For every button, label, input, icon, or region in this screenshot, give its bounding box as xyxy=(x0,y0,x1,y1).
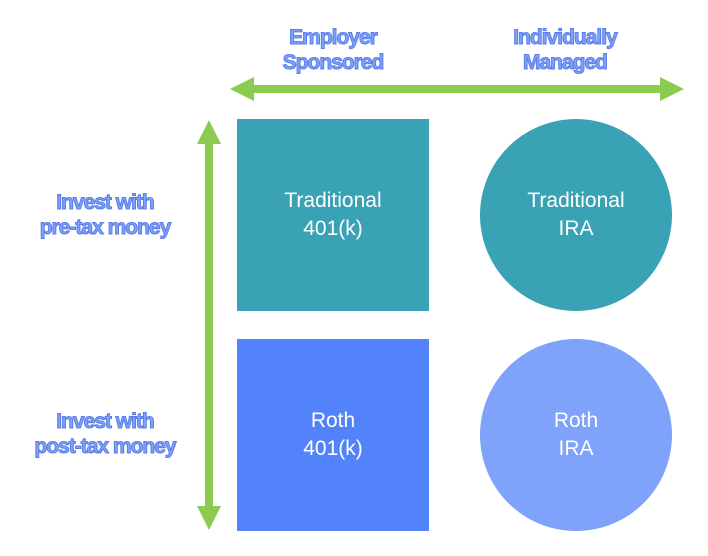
horizontal-double-arrow xyxy=(230,77,684,101)
roth-ira-label: Roth IRA xyxy=(553,409,599,460)
column-label-individually-managed: Individually Managed xyxy=(513,26,619,75)
roth-ira-circle: Roth IRA xyxy=(480,339,672,531)
vertical-double-arrow xyxy=(197,120,221,530)
traditional-401k-square: Traditional 401(k) xyxy=(237,119,429,311)
row-label-post-tax: Invest with post-tax money xyxy=(34,410,177,459)
traditional-401k-label: Traditional 401(k) xyxy=(284,189,382,240)
column-label-employer-sponsored: Employer Sponsored xyxy=(282,26,385,75)
roth-401k-square: Roth 401(k) xyxy=(237,339,429,531)
traditional-ira-circle: Traditional IRA xyxy=(480,119,672,311)
roth-401k-label: Roth 401(k) xyxy=(303,409,363,460)
row-label-pre-tax: Invest with pre-tax money xyxy=(39,191,172,240)
traditional-ira-label: Traditional IRA xyxy=(527,189,625,240)
